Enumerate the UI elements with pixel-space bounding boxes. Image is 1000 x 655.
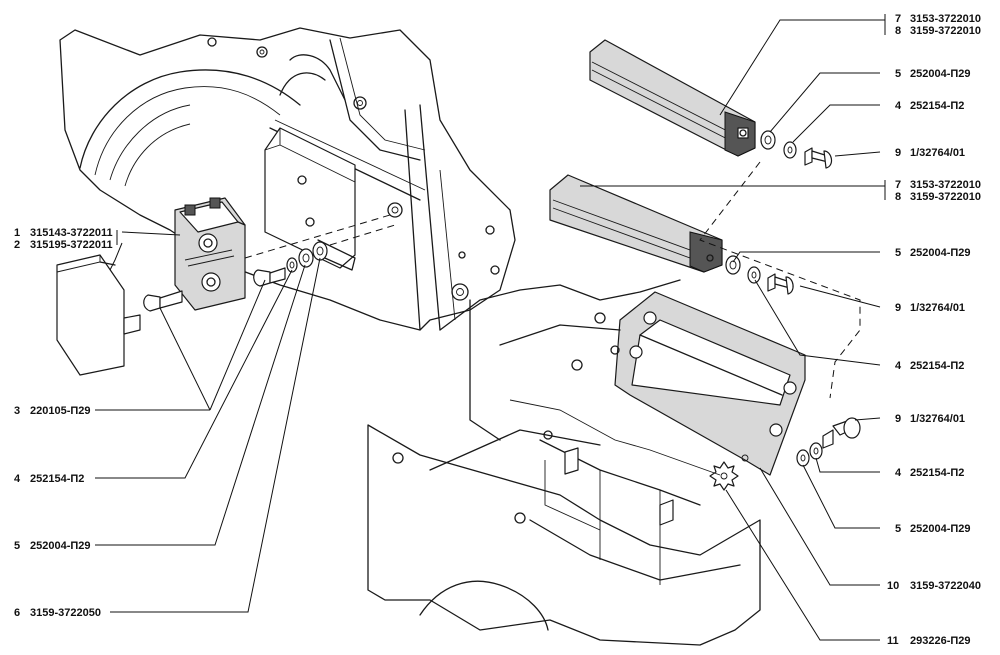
callout-4-top-number: 4 (895, 100, 902, 112)
callout-8-mid-number: 8 (895, 191, 901, 203)
callout-2-code: 315195-3722011 (30, 239, 113, 251)
callout-1-code: 315143-3722011 (30, 227, 113, 239)
callout-5-number: 5 (14, 540, 20, 552)
callout-7-mid-code: 3153-3722010 (910, 179, 981, 191)
callout-5-low-number: 5 (895, 523, 901, 535)
callout-8-mid-code: 3159-3722010 (910, 191, 981, 203)
callout-7-number: 7 (895, 13, 901, 25)
leader-lines (95, 14, 886, 641)
callout-4-mid-code: 252154-П2 (910, 360, 964, 372)
mounting-bracket (614, 291, 861, 491)
support-frame (367, 279, 761, 646)
callout-4-mid-number: 4 (895, 360, 902, 372)
callout-8-code: 3159-3722010 (910, 25, 981, 37)
callout-6-code: 3159-3722050 (30, 607, 101, 619)
relay-block-assembly (56, 197, 396, 376)
callout-5-low-code: 252004-П29 (910, 523, 971, 535)
callout-7-code: 3153-3722010 (910, 13, 981, 25)
callout-9-mid-number: 9 (895, 302, 901, 314)
callout-9-top-number: 9 (895, 147, 901, 159)
callout-4-low-code: 252154-П2 (910, 467, 964, 479)
callout-1-number: 1 (14, 227, 20, 239)
callout-6-number: 6 (14, 607, 20, 619)
callout-5-mid-code: 252004-П29 (910, 247, 971, 259)
callout-11-code: 293226-П29 (910, 635, 971, 647)
callout-3-number: 3 (14, 405, 20, 417)
terminal-strip-upper (589, 39, 833, 169)
callout-11-number: 11 (887, 635, 899, 647)
callout-10-number: 10 (887, 580, 899, 592)
callout-2-number: 2 (14, 239, 20, 251)
callout-5-top-number: 5 (895, 68, 901, 80)
callout-4-code: 252154-П2 (30, 473, 84, 485)
callout-4-number: 4 (14, 473, 21, 485)
callout-5-top-code: 252004-П29 (910, 68, 971, 80)
callout-10-code: 3159-3722040 (910, 580, 981, 592)
callout-9-mid-code: 1/32764/01 (910, 302, 965, 314)
callout-7-mid-number: 7 (895, 179, 901, 191)
callout-9-top-code: 1/32764/01 (910, 147, 965, 159)
callout-4-low-number: 4 (895, 467, 902, 479)
terminal-strip-lower (549, 174, 794, 295)
callout-8-number: 8 (895, 25, 901, 37)
callout-5-code: 252004-П29 (30, 540, 91, 552)
body-panel-drawing (59, 27, 516, 331)
callout-3-code: 220105-П29 (30, 405, 91, 417)
callout-5-mid-number: 5 (895, 247, 901, 259)
callout-labels: 1 315143-3722011 2 315195-3722011 3 2201… (14, 13, 981, 647)
callout-9-low-code: 1/32764/01 (910, 413, 965, 425)
callout-9-low-number: 9 (895, 413, 901, 425)
callout-4-top-code: 252154-П2 (910, 100, 964, 112)
